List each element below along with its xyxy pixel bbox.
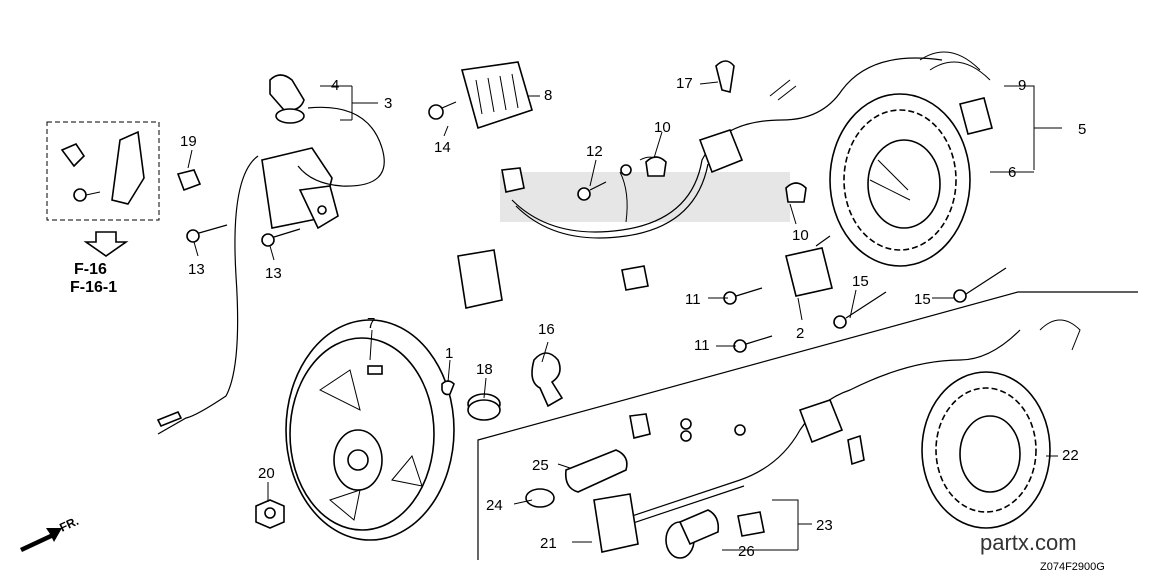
callout-22[interactable]: 22 bbox=[1062, 447, 1079, 464]
callout-11b[interactable]: 11 bbox=[694, 337, 710, 354]
callout-12[interactable]: 12 bbox=[586, 143, 603, 160]
reference-f16-1[interactable]: F-16-1 bbox=[70, 279, 117, 296]
bolt-12 bbox=[577, 181, 607, 201]
filter-25 bbox=[564, 449, 628, 493]
callout-6[interactable]: 6 bbox=[1008, 164, 1016, 181]
band-24 bbox=[525, 488, 555, 508]
callout-16[interactable]: 16 bbox=[538, 321, 555, 338]
clip-17 bbox=[715, 60, 735, 93]
callout-3[interactable]: 3 bbox=[384, 95, 392, 112]
reference-arrow bbox=[83, 231, 129, 257]
ignition-wire bbox=[157, 155, 259, 435]
callout-15b[interactable]: 15 bbox=[914, 291, 931, 308]
inset-bracket-detail bbox=[46, 121, 160, 221]
callout-5[interactable]: 5 bbox=[1078, 121, 1086, 138]
callout-1[interactable]: 1 bbox=[445, 345, 453, 362]
callout-labels: 1 2 3 4 5 6 7 8 9 10 10 11 11 12 13 13 1… bbox=[180, 75, 1086, 560]
callout-26[interactable]: 26 bbox=[738, 543, 755, 560]
flange-nut bbox=[255, 499, 285, 529]
stator-lower bbox=[921, 371, 1051, 529]
callout-8[interactable]: 8 bbox=[544, 87, 552, 104]
woodruff-key bbox=[441, 380, 455, 396]
reference-f16[interactable]: F-16 bbox=[74, 261, 107, 278]
diagram-code: Z074F2900G bbox=[1040, 561, 1105, 573]
callout-17[interactable]: 17 bbox=[676, 75, 693, 92]
callout-18[interactable]: 18 bbox=[476, 361, 493, 378]
stator-upper bbox=[829, 93, 971, 267]
callout-2[interactable]: 2 bbox=[796, 325, 804, 342]
clip-10b bbox=[785, 182, 807, 203]
callout-10b[interactable]: 10 bbox=[792, 227, 809, 244]
callout-25[interactable]: 25 bbox=[532, 457, 549, 474]
lower-wire-harness bbox=[593, 319, 1081, 553]
callout-13b[interactable]: 13 bbox=[265, 265, 282, 282]
clip-19 bbox=[176, 169, 202, 192]
callout-14[interactable]: 14 bbox=[434, 139, 451, 156]
callout-9[interactable]: 9 bbox=[1018, 77, 1026, 94]
bolt-11b bbox=[733, 335, 773, 353]
subassembly-outline bbox=[477, 291, 1138, 560]
front-label: FR. bbox=[57, 514, 80, 535]
callout-10a[interactable]: 10 bbox=[654, 119, 671, 136]
callout-13a[interactable]: 13 bbox=[188, 261, 205, 278]
regulator-rectifier bbox=[460, 61, 533, 130]
watermark-text: partx.com bbox=[980, 530, 1077, 555]
bolt-11a bbox=[723, 287, 763, 305]
front-direction-arrow: FR. bbox=[20, 514, 81, 552]
clamp-16 bbox=[531, 352, 564, 408]
core-26 bbox=[665, 509, 720, 559]
callout-19[interactable]: 19 bbox=[180, 133, 197, 150]
callout-4[interactable]: 4 bbox=[331, 77, 339, 94]
flywheel bbox=[285, 319, 455, 541]
high-tension-cord bbox=[297, 106, 385, 187]
bolt-15a bbox=[833, 291, 887, 329]
clip-10a bbox=[645, 156, 667, 177]
ignition-coil bbox=[261, 147, 339, 230]
bolt-13a bbox=[186, 224, 228, 243]
callout-7[interactable]: 7 bbox=[367, 315, 375, 332]
ignition-module bbox=[785, 235, 833, 297]
upper-wire-harness bbox=[457, 57, 943, 309]
bolt-13b bbox=[261, 228, 301, 247]
callout-11a[interactable]: 11 bbox=[685, 291, 701, 308]
wire-terminal bbox=[156, 410, 183, 428]
stator-connector bbox=[919, 51, 993, 135]
callout-15a[interactable]: 15 bbox=[852, 273, 869, 290]
callout-24[interactable]: 24 bbox=[486, 497, 503, 514]
callout-23[interactable]: 23 bbox=[816, 517, 833, 534]
leader-lines bbox=[187, 81, 1062, 551]
callout-21[interactable]: 21 bbox=[540, 535, 557, 552]
spark-plug-cap bbox=[269, 74, 305, 124]
bolt-14 bbox=[428, 101, 457, 120]
callout-20[interactable]: 20 bbox=[258, 465, 275, 482]
bolt-15b bbox=[953, 267, 1007, 303]
